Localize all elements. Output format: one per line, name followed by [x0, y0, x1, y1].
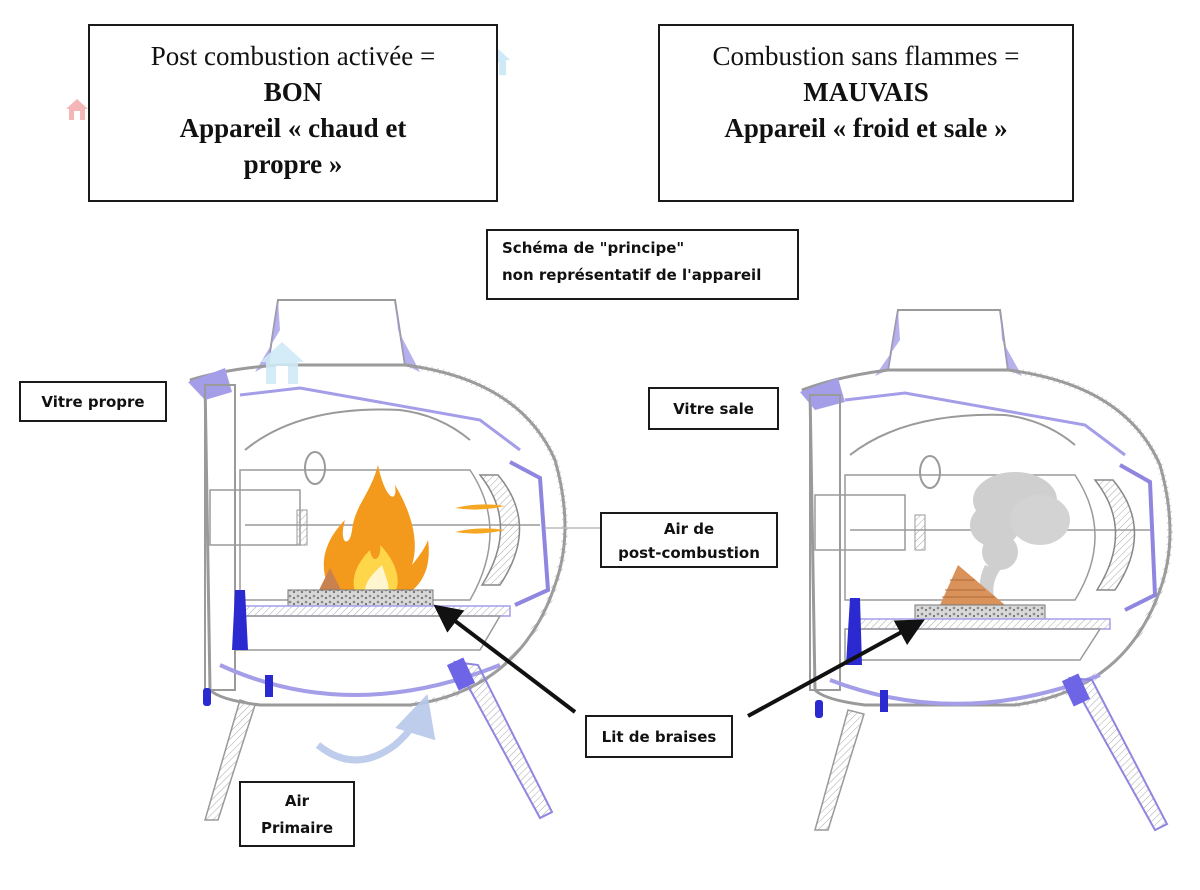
primary-air-arrow	[315, 693, 436, 764]
panel-good-line3: Appareil « chaud et	[179, 113, 407, 143]
schema-note-line2: non représentatif de l'appareil	[502, 266, 762, 284]
label-air-primaire-line2: Primaire	[261, 819, 333, 837]
panel-good-verdict: BON	[263, 77, 323, 107]
leg-right	[1068, 676, 1169, 832]
panel-bad-verdict: MAUVAIS	[803, 77, 929, 107]
stove-left	[188, 299, 568, 821]
leg-left	[204, 699, 256, 821]
panel-bad-combustion: Combustion sans flammes = MAUVAIS Appare…	[658, 24, 1074, 202]
post-combustion-jets	[455, 504, 505, 534]
schema-note-line1: Schéma de "principe"	[502, 239, 685, 257]
label-air-post-line2: post-combustion	[618, 544, 760, 562]
flame-icon	[323, 465, 429, 592]
panel-bad-line3: Appareil « froid et sale »	[724, 113, 1008, 143]
label-air-primaire-line1: Air	[284, 792, 310, 810]
baffle	[239, 386, 521, 452]
house-icon-blue-2	[260, 342, 304, 384]
smoke-cloud	[970, 472, 1070, 600]
arrow-to-right-embers	[747, 619, 925, 718]
label-air-post-line1: Air de	[663, 520, 715, 538]
label-air-primaire: Air Primaire	[239, 781, 355, 847]
arrow-to-left-embers	[433, 604, 577, 714]
label-vitre-propre: Vitre propre	[19, 381, 167, 422]
leg-right	[453, 660, 554, 820]
panel-good-combustion: Post combustion activée = BON Appareil «…	[88, 24, 498, 202]
label-air-post-combustion: Air de post-combustion	[600, 512, 778, 568]
leg-left	[814, 709, 865, 831]
schema-note: Schéma de "principe" non représentatif d…	[486, 229, 799, 300]
label-vitre-sale: Vitre sale	[648, 387, 779, 430]
stove-right	[800, 309, 1173, 832]
house-icon-red	[66, 99, 88, 120]
wood-log	[940, 565, 1005, 605]
panel-good-line4: propre »	[243, 149, 343, 179]
panel-good-line1: Post combustion activée =	[150, 41, 436, 71]
ember-bed	[914, 604, 1046, 620]
panel-bad-line1: Combustion sans flammes =	[712, 41, 1020, 71]
flue-collar	[886, 309, 1010, 371]
ember-bed	[287, 589, 434, 607]
wood-log	[318, 568, 342, 592]
label-lit-de-braises: Lit de braises	[585, 715, 733, 758]
